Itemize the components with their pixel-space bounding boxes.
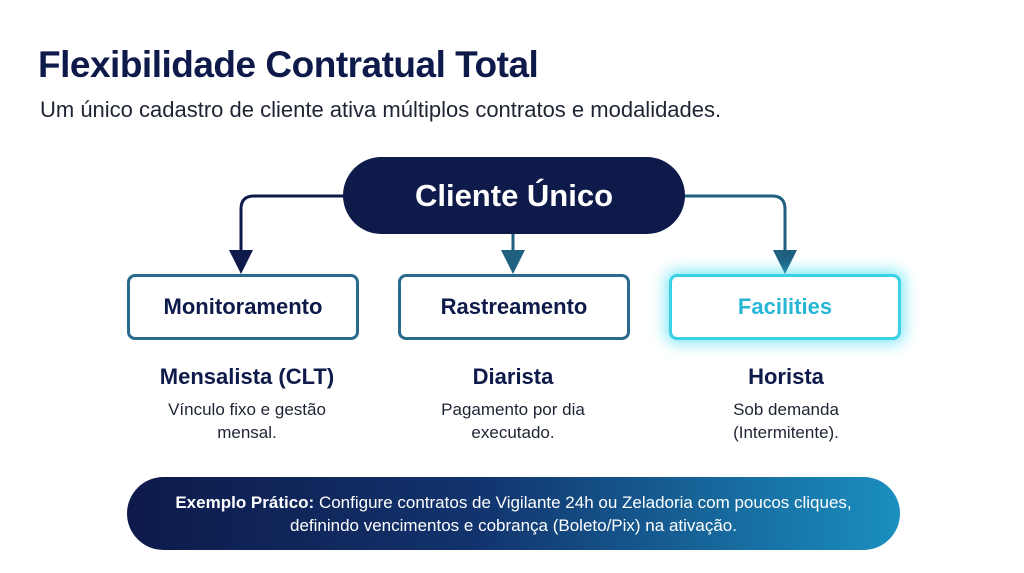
root-node-cliente-unico: Cliente Único <box>343 157 685 234</box>
slide-title: Flexibilidade Contratual Total <box>38 44 539 85</box>
modality-description: Pagamento por dia executado. <box>441 400 585 442</box>
modality-diarista: Diarista Pagamento por dia executado. <box>383 364 643 444</box>
modality-description: Sob demanda (Intermitente). <box>733 400 839 442</box>
modality-description: Vínculo fixo e gestão mensal. <box>168 400 326 442</box>
modality-title: Mensalista (CLT) <box>159 364 335 389</box>
service-box-monitoramento: Monitoramento <box>127 274 359 340</box>
modality-horista: Horista Sob demanda (Intermitente). <box>656 364 916 444</box>
modality-title: Horista <box>748 364 824 389</box>
banner-text: Configure contratos de Vigilante 24h ou … <box>290 492 852 535</box>
modality-mensalista: Mensalista (CLT) Vínculo fixo e gestão m… <box>117 364 377 444</box>
slide-subtitle: Um único cadastro de cliente ativa múlti… <box>40 97 722 122</box>
arrow-left <box>229 194 345 274</box>
example-banner: Exemplo Prático: Configure contratos de … <box>127 477 900 550</box>
arrow-right <box>683 194 797 274</box>
modality-title: Diarista <box>472 364 554 389</box>
service-box-rastreamento: Rastreamento <box>398 274 630 340</box>
banner-label: Exemplo Prático: <box>175 492 315 512</box>
service-box-facilities: Facilities <box>669 274 901 340</box>
